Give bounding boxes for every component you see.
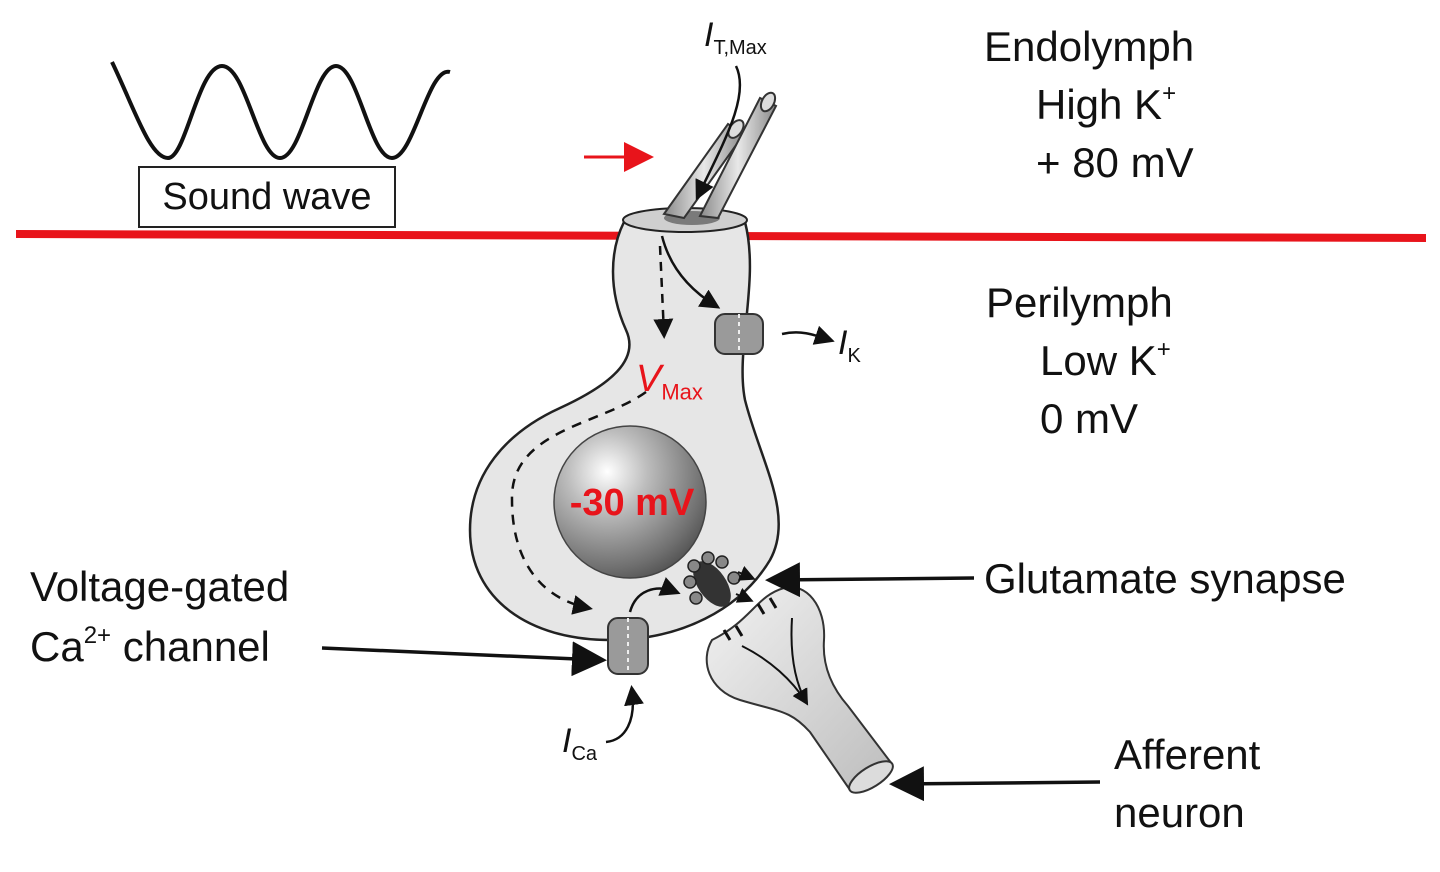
glutamate-synapse-pointer [765, 562, 975, 598]
ca-to-vesicle-arrow [628, 577, 681, 613]
vgc-label-line1: Voltage-gated [30, 563, 290, 610]
afferent-label-line2: neuron [1114, 789, 1245, 836]
glutamate-synapse-label: Glutamate synapse [984, 555, 1346, 602]
nucleus [553, 425, 707, 579]
vmax-label: VMax [636, 358, 703, 405]
nucleus-voltage-label: -30 mV [569, 482, 695, 524]
ica-label: ICa [562, 722, 598, 765]
transduction-current-arrow [695, 65, 742, 201]
sound-wave-curve [110, 61, 451, 161]
ica-arrow [605, 685, 644, 744]
perilymph-k-label: Low K+ [1040, 336, 1171, 384]
endolymph-label: Endolymph [984, 23, 1195, 70]
it-max-label: IT,Max [704, 16, 767, 59]
vgc-label-line2: Ca2+ channel [30, 622, 270, 670]
sound-wave-label: Sound wave [138, 166, 396, 228]
stereocilia [662, 91, 778, 220]
current-path-to-k-channel [660, 235, 721, 309]
k-channel [714, 313, 764, 355]
synaptic-ribbon [683, 551, 756, 607]
ik-arrow [781, 325, 835, 345]
ca-channel [607, 617, 649, 675]
afferent-label-line1: Afferent [1114, 731, 1261, 778]
perilymph-mv-label: 0 mV [1040, 395, 1139, 442]
afferent-neuron [705, 586, 894, 794]
perilymph-label: Perilymph [986, 279, 1173, 326]
ca-channel-pointer [321, 641, 607, 677]
ik-label: IK [838, 324, 861, 367]
afferent-pointer [889, 766, 1101, 802]
endolymph-k-label: High K+ [1036, 80, 1177, 128]
vmax-spread-dashed [510, 390, 647, 615]
endolymph-mv-label: + 80 mV [1036, 139, 1194, 186]
